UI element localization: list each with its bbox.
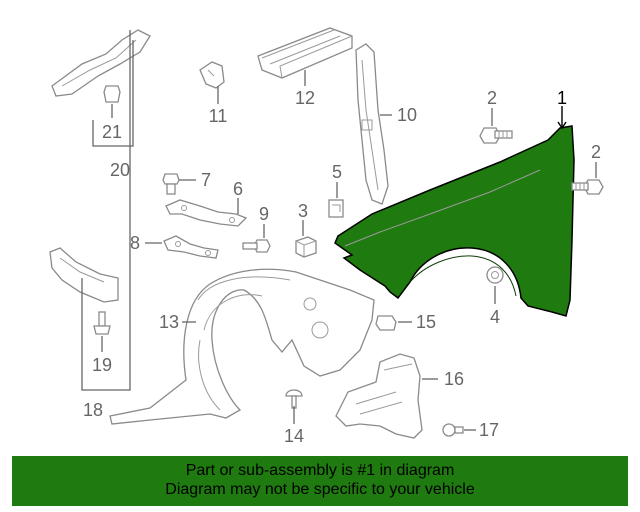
part-5-clip[interactable] <box>328 199 344 218</box>
callout-21[interactable]: 21 <box>102 122 122 142</box>
part-1-fender[interactable] <box>334 125 575 317</box>
part-14-push-pin[interactable] <box>285 389 303 409</box>
part-2-bolt-top[interactable] <box>479 127 513 144</box>
callout-3[interactable]: 3 <box>298 201 308 221</box>
callout-7[interactable]: 7 <box>201 170 211 190</box>
parts-diagram: 1 2 2 3 4 5 6 7 8 9 10 11 12 13 14 15 16… <box>49 27 604 446</box>
callout-11[interactable]: 11 <box>209 106 228 126</box>
callout-18[interactable]: 18 <box>83 400 103 420</box>
callout-2-top[interactable]: 2 <box>487 88 497 108</box>
callout-9[interactable]: 9 <box>259 204 269 224</box>
part-12-insulator[interactable] <box>257 27 353 79</box>
part-17-retainer[interactable] <box>442 423 464 437</box>
part-13-wheelhouse-liner[interactable] <box>109 268 375 425</box>
callout-13[interactable]: 13 <box>159 312 179 332</box>
callout-16[interactable]: 16 <box>444 369 464 389</box>
part-2-bolt-right[interactable] <box>571 179 604 195</box>
part-6-bracket[interactable] <box>165 199 248 227</box>
part-10-reinforcement[interactable] <box>355 43 389 205</box>
callout-8[interactable]: 8 <box>130 233 140 253</box>
part-8-bracket[interactable] <box>163 235 219 259</box>
callout-12[interactable]: 12 <box>295 88 315 108</box>
callout-10[interactable]: 10 <box>397 105 417 125</box>
banner-line-2: Diagram may not be specific to your vehi… <box>165 481 475 498</box>
part-9-bolt[interactable] <box>242 239 271 253</box>
callout-4[interactable]: 4 <box>490 307 500 327</box>
part-21-clip[interactable] <box>103 85 121 103</box>
callout-19[interactable]: 19 <box>92 355 112 375</box>
callout-1[interactable]: 1 <box>557 88 567 108</box>
callout-14[interactable]: 14 <box>284 426 304 446</box>
callout-17[interactable]: 17 <box>479 420 499 440</box>
banner-line-1: Part or sub-assembly is #1 in diagram <box>185 462 455 479</box>
part-3-clip[interactable] <box>295 236 317 258</box>
callout-6[interactable]: 6 <box>233 179 243 199</box>
part-18-molding[interactable] <box>49 247 119 303</box>
callout-2-right[interactable]: 2 <box>591 142 601 162</box>
leader-lines <box>81 30 597 431</box>
part-11-bracket[interactable] <box>199 61 225 89</box>
callout-15[interactable]: 15 <box>416 312 436 332</box>
info-banner: Part or sub-assembly is #1 in diagram Di… <box>12 456 628 506</box>
part-20-molding[interactable] <box>51 29 151 97</box>
part-4-nut[interactable] <box>486 266 504 284</box>
callout-labels: 1 2 2 3 4 5 6 7 8 9 10 11 12 13 14 15 16… <box>83 88 601 446</box>
part-19-push-pin[interactable] <box>93 311 111 335</box>
callout-5[interactable]: 5 <box>332 162 342 182</box>
part-7-bolt[interactable] <box>162 173 180 195</box>
part-15-clip[interactable] <box>375 315 397 331</box>
part-16-splash-shield[interactable] <box>335 353 423 439</box>
callout-20[interactable]: 20 <box>110 160 130 180</box>
